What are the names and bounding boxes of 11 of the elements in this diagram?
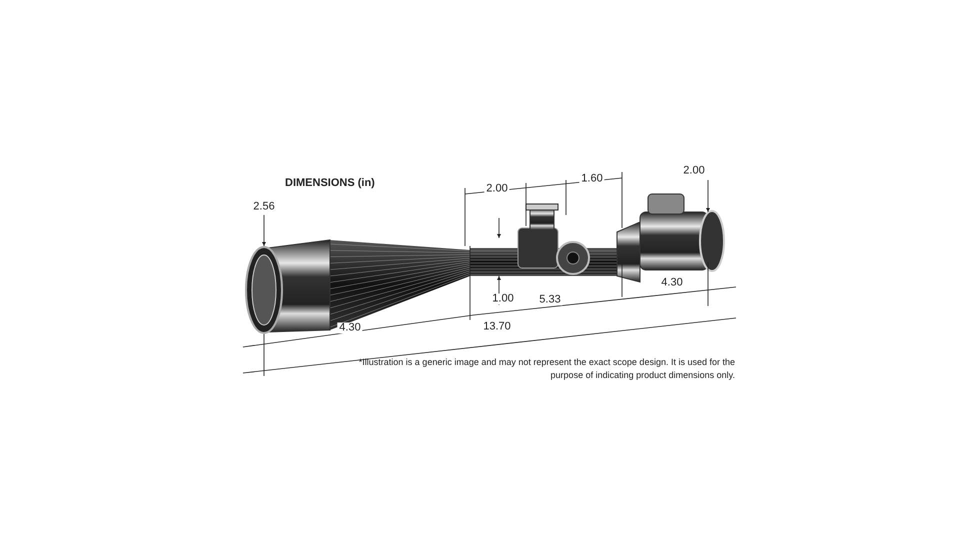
dimension-label: 4.30 — [659, 278, 685, 288]
disclaimer-note: *Illustration is a generic image and may not represent the exact scope design. It is used for the purpose of indicating product dimensions only. — [358, 356, 735, 382]
diagram-title: DIMENSIONS (in) — [285, 176, 375, 191]
dimension-label: 2.00 — [484, 184, 510, 194]
dimension-label: 2.00 — [681, 166, 707, 176]
dimension-label: 2.56 — [251, 202, 277, 212]
dimension-label: 1.00 — [490, 294, 516, 304]
dimension-label: 4.30 — [337, 322, 363, 334]
dimension-label: 13.70 — [481, 322, 513, 332]
dimension-label: 1.60 — [579, 174, 605, 184]
dimension-label: 5.33 — [537, 294, 563, 306]
